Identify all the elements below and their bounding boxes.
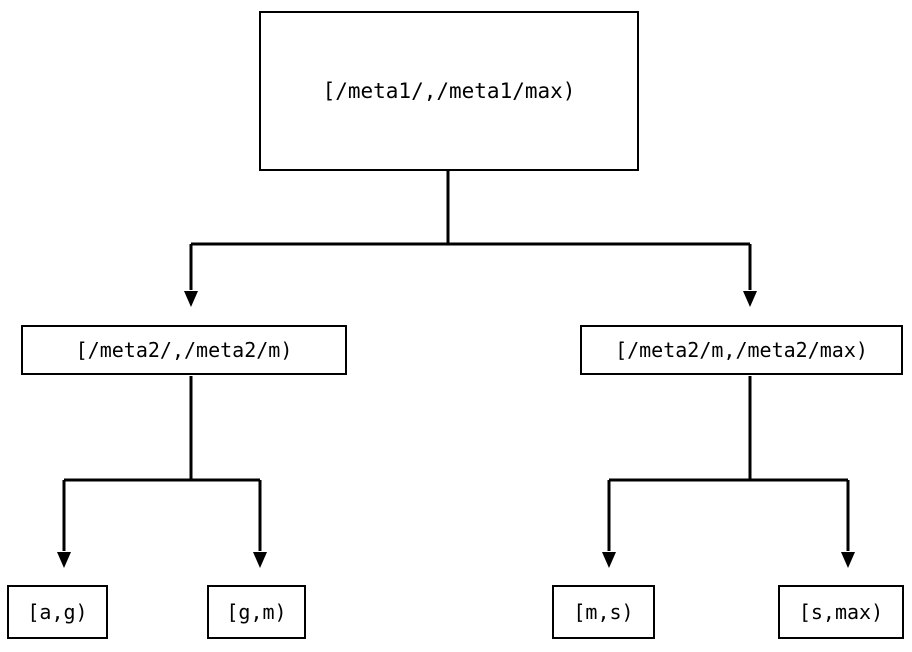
arrowhead-icon-to-leaf-3 <box>602 552 616 568</box>
node-root[interactable]: [/meta1/,/meta1/max) <box>259 11 639 171</box>
node-leaf-g-m[interactable]: [g,m) <box>207 585 306 639</box>
arrowhead-icon-to-mid-left <box>184 291 198 307</box>
arrowhead-icon-to-leaf-2 <box>253 552 267 568</box>
node-leaf-g-m-label: [g,m) <box>226 600 287 624</box>
node-leaf-s-max[interactable]: [s,max) <box>778 585 904 639</box>
node-leaf-m-s[interactable]: [m,s) <box>552 585 655 639</box>
node-leaf-a-g-label: [a,g) <box>27 600 88 624</box>
arrowhead-icon-to-leaf-1 <box>57 552 71 568</box>
arrowhead-icon-to-leaf-4 <box>841 552 855 568</box>
node-mid-left-label: [/meta2/,/meta2/m) <box>75 338 293 362</box>
node-root-label: [/meta1/,/meta1/max) <box>322 78 576 103</box>
node-mid-right[interactable]: [/meta2/m,/meta2/max) <box>580 325 903 375</box>
node-mid-left[interactable]: [/meta2/,/meta2/m) <box>21 325 347 375</box>
node-leaf-a-g[interactable]: [a,g) <box>7 585 108 639</box>
node-leaf-m-s-label: [m,s) <box>573 600 634 624</box>
node-leaf-s-max-label: [s,max) <box>798 600 884 624</box>
arrowhead-icon-to-mid-right <box>743 291 757 307</box>
node-mid-right-label: [/meta2/m,/meta2/max) <box>615 338 868 362</box>
